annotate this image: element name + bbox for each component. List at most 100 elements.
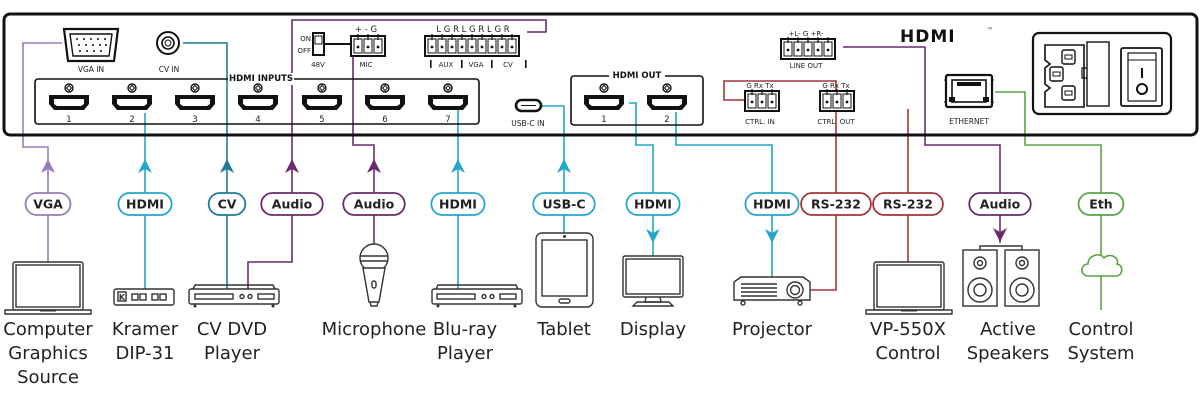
hdmi-tm: ™	[987, 27, 993, 34]
device-label: VP-550X	[870, 319, 946, 340]
hdmi-input-6[interactable]	[365, 83, 405, 110]
arrow-down-icon	[646, 229, 660, 243]
ctrl-in-terminal[interactable]	[744, 89, 780, 112]
hdmi-output-2[interactable]	[647, 83, 687, 110]
wire-usbc	[541, 105, 565, 233]
usbc-in-port[interactable]	[514, 98, 543, 113]
hdmi-input-7[interactable]	[428, 83, 468, 110]
pill-label: Eth	[1089, 197, 1112, 212]
vga-in-label: VGA IN	[78, 65, 104, 74]
arrow-up-icon	[285, 159, 299, 173]
cloud-icon	[1081, 254, 1123, 277]
dvd-player-icon	[188, 284, 280, 308]
connection-pill-cv-2: CV	[207, 192, 247, 216]
mic-terminal[interactable]	[350, 34, 386, 57]
arrow-down-icon	[993, 228, 1007, 242]
pill-label: RS-232	[883, 197, 933, 212]
connection-pill-audio-11: Audio	[968, 192, 1032, 216]
hdmi-input-6-label: 6	[382, 115, 387, 125]
connection-pill-eth-12: Eth	[1077, 192, 1125, 216]
device-label: Computer	[3, 319, 93, 340]
ctrl-out-pins-label: G Rx Tx	[822, 82, 849, 90]
ethernet-label: ETHERNET	[949, 117, 989, 126]
device-label: Source	[17, 367, 79, 388]
cv-in-label: CV IN	[159, 65, 180, 74]
hdmi-input-3-label: 3	[192, 115, 197, 125]
hdmi-inputs-title: HDMI INPUTS	[229, 74, 293, 84]
projector-icon	[733, 276, 811, 306]
pill-label: VGA	[33, 197, 63, 212]
hdmi-output-1-label: 1	[601, 115, 606, 125]
tablet-icon	[535, 232, 594, 308]
hdmi-logo: HDMI	[900, 27, 956, 47]
device-label: Player	[204, 343, 261, 364]
audio-separators	[430, 60, 527, 68]
bluray-player-icon	[431, 284, 523, 308]
cv-audio-label: CV	[503, 61, 513, 69]
pill-label: Audio	[980, 197, 1021, 212]
ctrl-in-label: CTRL. IN	[745, 118, 775, 126]
hdmi-input-1[interactable]	[49, 83, 89, 110]
connection-pill-hdmi-7: HDMI	[625, 192, 681, 216]
speakers-icon	[962, 245, 1040, 307]
ctrl-out-terminal[interactable]	[819, 89, 855, 112]
line-out-label: LINE OUT	[790, 62, 823, 70]
arrow-up-icon	[41, 159, 55, 173]
ctrl-in-pins-label: G Rx Tx	[746, 82, 773, 90]
cv-in-port[interactable]	[156, 31, 180, 55]
device-label: Display	[620, 319, 687, 340]
audio-in-terminals[interactable]	[424, 34, 520, 57]
aux-label: AUX	[439, 61, 454, 69]
device-label: Graphics	[8, 343, 88, 364]
kramer-dip31-icon: K	[113, 288, 175, 306]
usbc-in-label: USB-C IN	[511, 119, 545, 128]
phantom-48v-label: 48V	[311, 61, 325, 69]
devices: K	[4, 232, 1123, 315]
pill-label: Audio	[272, 197, 313, 212]
microphone-icon	[359, 243, 389, 307]
connection-pill-hdmi-5: HDMI	[430, 192, 486, 216]
arrow-up-icon	[138, 159, 152, 173]
vga-in-port[interactable]	[62, 27, 120, 63]
wire-hdmi-out-1	[629, 102, 654, 256]
device-label: Microphone	[322, 319, 427, 340]
connection-pill-audio-4: Audio	[342, 192, 406, 216]
ctrl-out-label: CTRL. OUT	[817, 118, 855, 126]
ethernet-port[interactable]	[944, 73, 994, 109]
device-label: Control	[1068, 319, 1133, 340]
connection-pill-hdmi-8: HDMI	[744, 192, 800, 216]
wire-vga	[22, 42, 62, 262]
connection-pill-rs-232-10: RS-232	[872, 192, 944, 216]
hdmi-input-2[interactable]	[112, 83, 152, 110]
wire-audio-dvd	[247, 19, 547, 289]
phantom-power-switch[interactable]	[312, 32, 351, 56]
pill-label: HDMI	[126, 197, 164, 212]
device-label: Projector	[732, 319, 813, 340]
wire-audio-mic	[352, 44, 375, 247]
hdmi-input-7-label: 7	[445, 115, 450, 125]
hdmi-input-4[interactable]	[238, 83, 278, 110]
hdmi-output-1[interactable]	[584, 83, 624, 110]
power-switch[interactable]	[1120, 47, 1163, 107]
pill-label: CV	[218, 197, 237, 212]
device-label: Active	[980, 319, 1036, 340]
hdmi-input-2-label: 2	[129, 115, 134, 125]
device-label: Speakers	[967, 343, 1050, 364]
laptop-icon	[4, 261, 92, 315]
wire-cv	[183, 42, 228, 289]
connection-pill-rs-232-9: RS-232	[800, 192, 872, 216]
device-label: Player	[437, 343, 494, 364]
hdmi-input-3[interactable]	[175, 83, 215, 110]
line-out-terminal[interactable]	[780, 37, 836, 60]
pill-label: RS-232	[811, 197, 861, 212]
connection-pill-vga-0: VGA	[24, 192, 72, 216]
device-label: System	[1067, 343, 1134, 364]
device-label: CV DVD	[197, 319, 267, 340]
arrow-up-icon	[220, 159, 234, 173]
hdmi-input-5[interactable]	[302, 83, 342, 110]
pill-label: HDMI	[753, 197, 791, 212]
pill-label: USB-C	[542, 197, 585, 212]
connection-pill-audio-3: Audio	[260, 192, 324, 216]
device-label: Blu-ray	[433, 319, 498, 340]
